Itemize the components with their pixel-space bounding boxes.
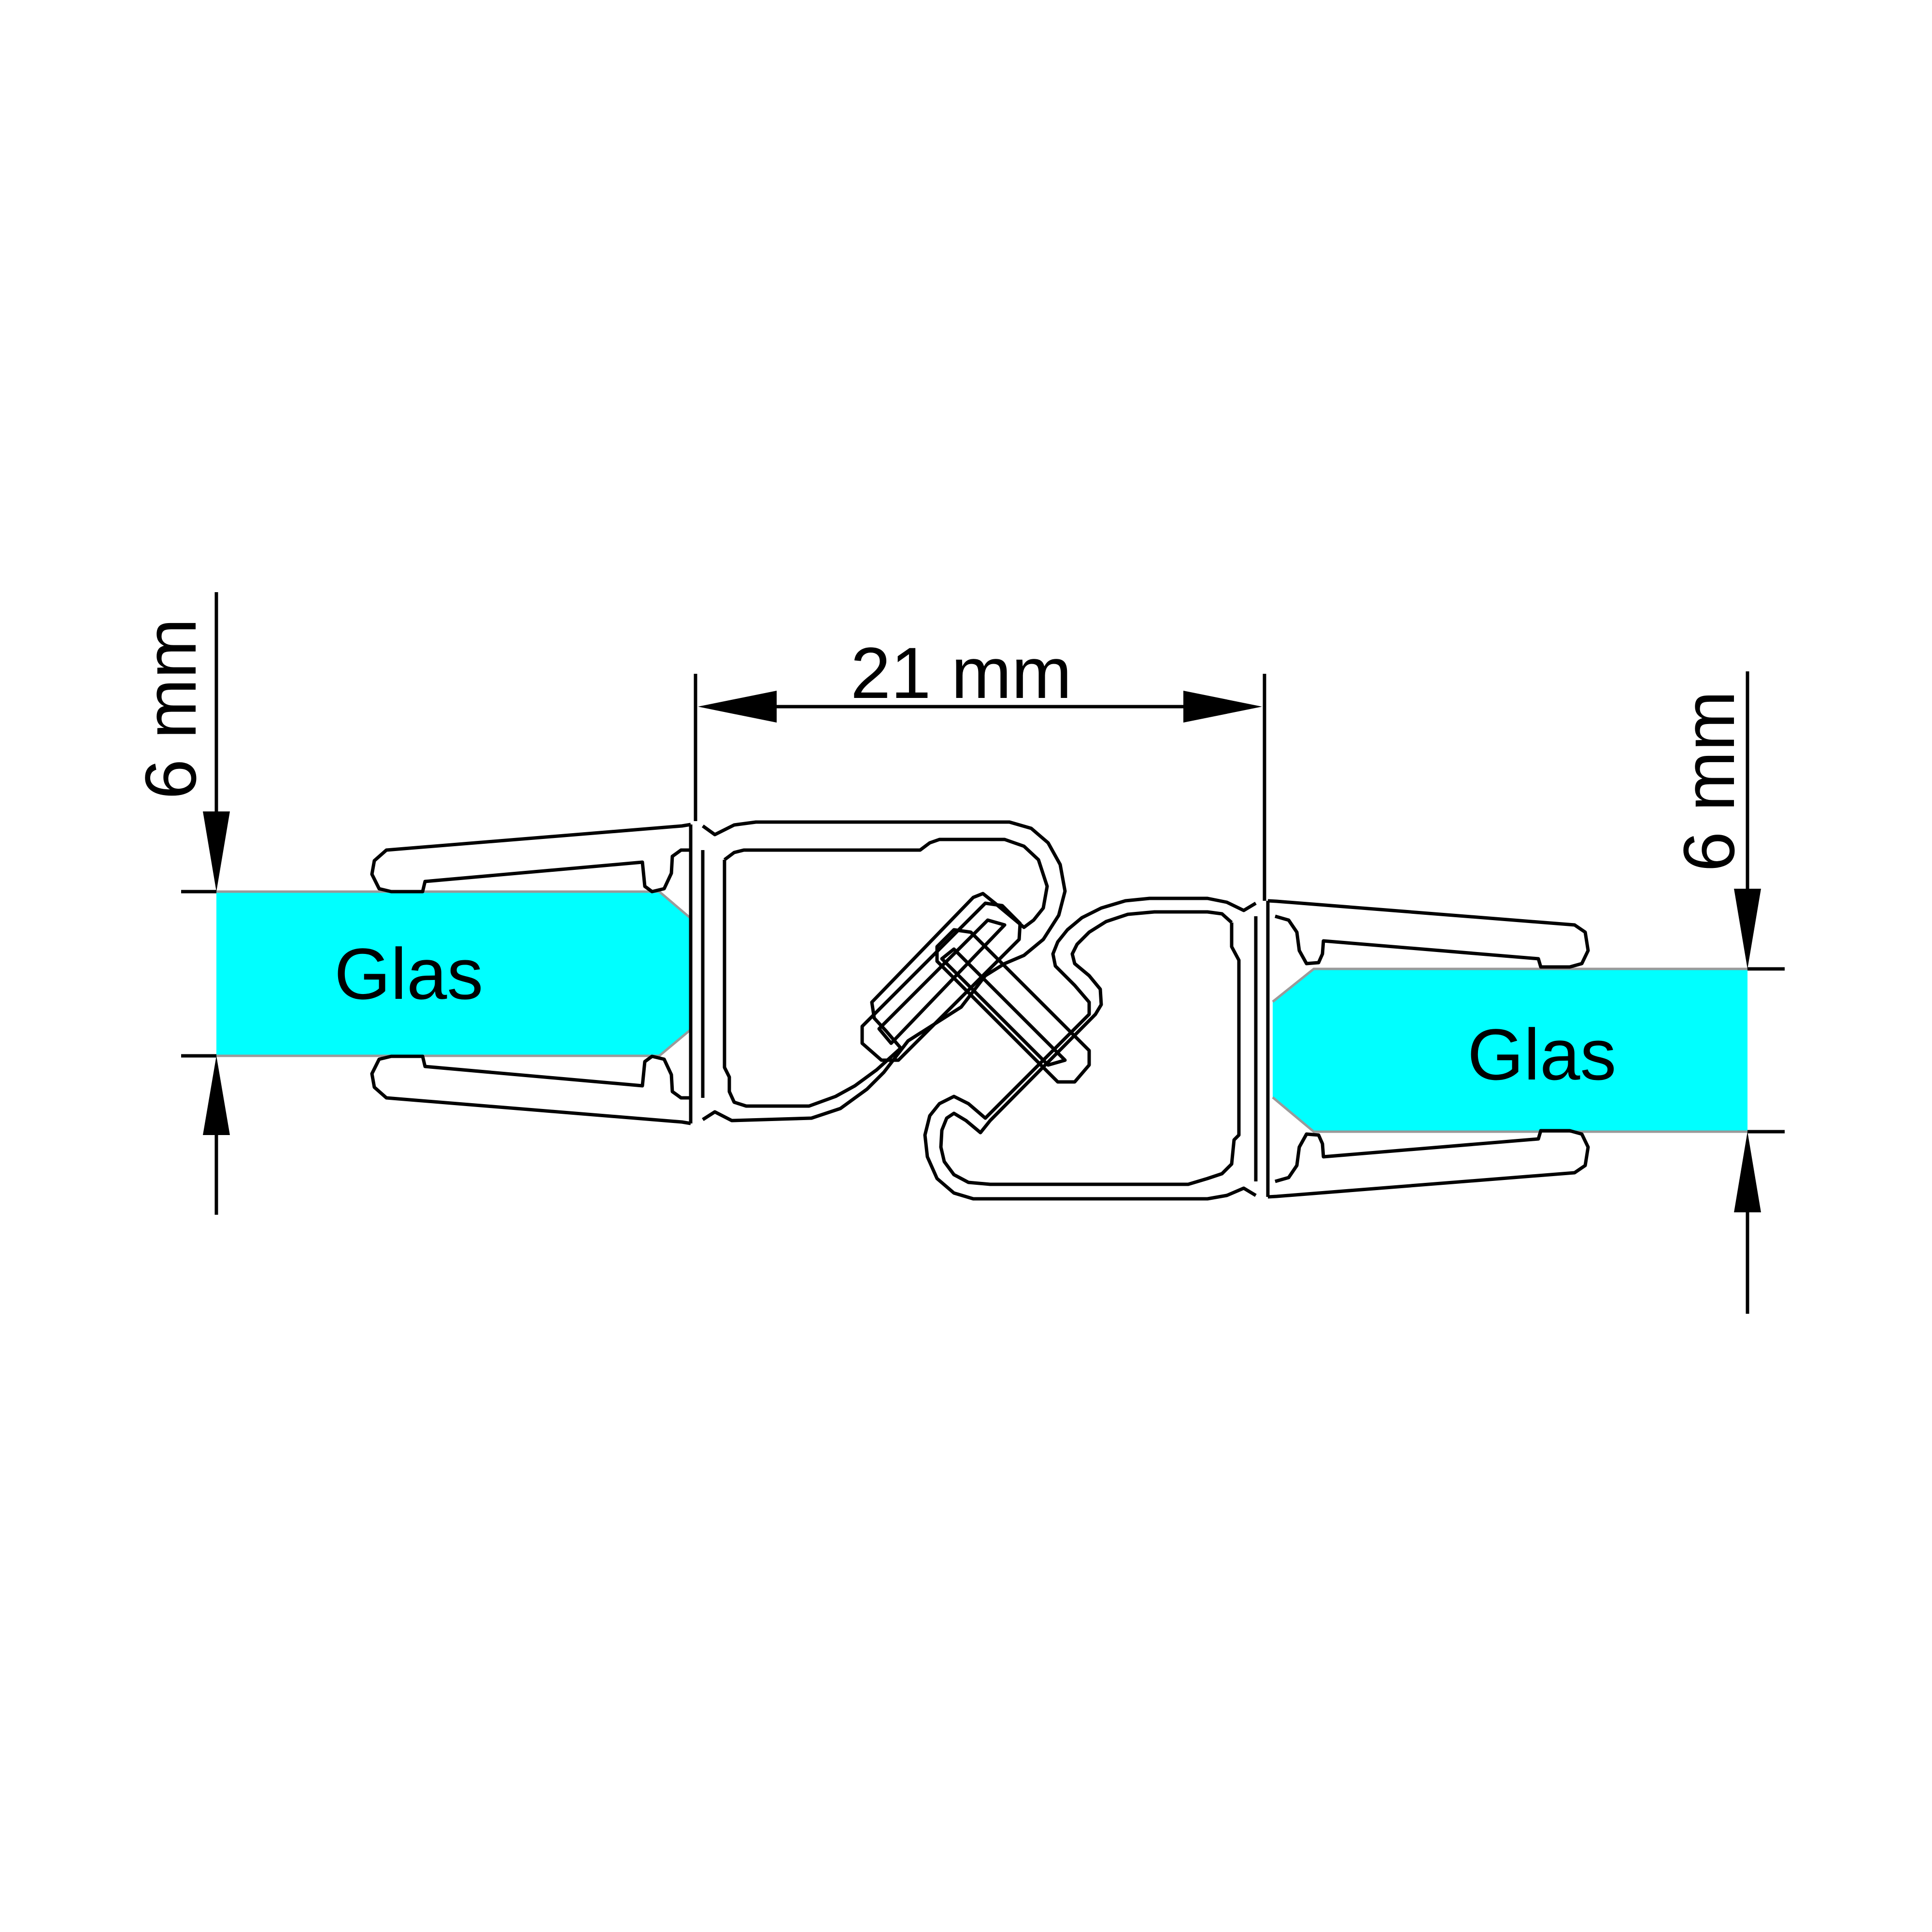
- right-upper-lip: [1267, 899, 1590, 969]
- left-thickness-label: 6 mm: [130, 618, 211, 799]
- glass-edge-left-top: [216, 890, 693, 920]
- width-arrow-left: [698, 691, 777, 723]
- width-label: 21 mm: [851, 632, 1072, 713]
- glass-panel-right: [1273, 969, 1747, 1132]
- seal-profile-right: [923, 896, 1590, 1201]
- left-chamber-outer: [701, 820, 1067, 1122]
- right-magnet-strip-inner: [940, 947, 1067, 1067]
- dimension-left-thickness: 6 mm: [130, 592, 230, 1215]
- left-arrow-up: [203, 1056, 230, 1135]
- dimension-right-thickness: 6 mm: [1668, 671, 1785, 1314]
- right-arrow-up: [1734, 1132, 1761, 1212]
- right-chamber-outer: [923, 896, 1257, 1201]
- left-chamber-inner: [723, 838, 1049, 1108]
- right-lower-lip: [1267, 1129, 1590, 1199]
- glass-edge-right-top: [1272, 967, 1747, 1003]
- left-magnet-strip-outer: [860, 901, 1022, 1062]
- right-magnet-strip-outer: [935, 928, 1091, 1084]
- glass-label-right: Glas: [1467, 1014, 1616, 1095]
- glass-edge-right-bottom: [1272, 1096, 1747, 1133]
- glass-panel-left: [216, 892, 692, 1056]
- left-arrow-down: [203, 811, 230, 892]
- seal-profile-left: [370, 820, 1067, 1125]
- left-upper-lip: [370, 823, 691, 894]
- dimension-width: 21 mm: [694, 632, 1266, 901]
- glass-edge-left-bottom: [216, 1028, 693, 1057]
- right-chamber-inner: [939, 910, 1241, 1186]
- glass-label-left: Glas: [334, 933, 483, 1014]
- width-arrow-right: [1183, 691, 1262, 723]
- right-arrow-down: [1734, 889, 1761, 969]
- right-thickness-label: 6 mm: [1668, 691, 1749, 872]
- left-lower-lip: [370, 1054, 691, 1125]
- left-magnet-strip-inner: [877, 918, 1007, 1045]
